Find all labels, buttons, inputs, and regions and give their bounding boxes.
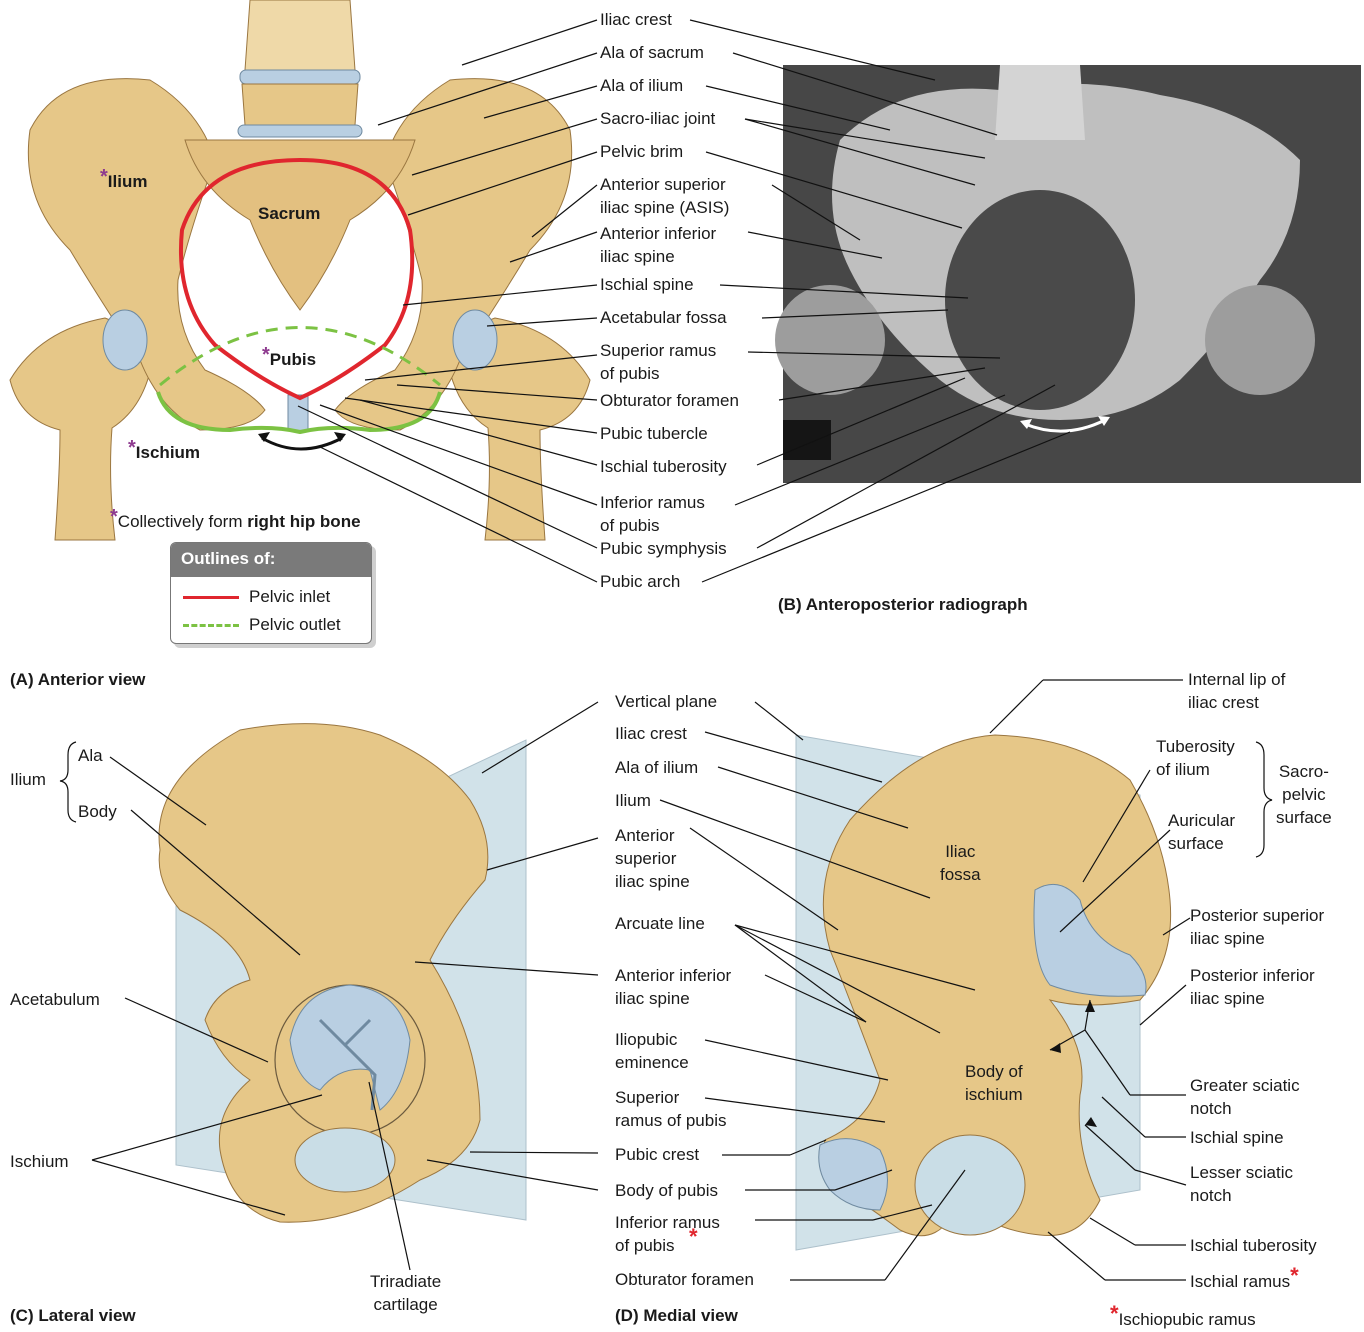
label-iliac-fossa: Iliac fossa <box>940 840 981 886</box>
label-piis: Posterior inferior iliac spine <box>1190 964 1315 1010</box>
label-inferior-ramus-d: Inferior ramus of pubis* <box>615 1211 720 1257</box>
right-joint-cartilage <box>453 310 497 370</box>
label-arcuate-line: Arcuate line <box>615 912 705 935</box>
legend-outlet: Pelvic outlet <box>183 615 341 635</box>
label-pubic-arch: Pubic arch <box>600 570 680 593</box>
label-body-of-pubis: Body of pubis <box>615 1179 718 1202</box>
label-ischial-tuberosity-d: Ischial tuberosity <box>1190 1234 1317 1257</box>
ilium-bone-label: *Ilium <box>100 170 147 193</box>
xray-right-femur-head <box>1205 285 1315 395</box>
label-obturator-foramen-d: Obturator foramen <box>615 1268 754 1291</box>
label-asis-d: Anterior superior iliac spine <box>615 824 690 893</box>
pubic-symphysis <box>288 395 308 431</box>
label-greater-sciatic-notch: Greater sciatic notch <box>1190 1074 1300 1120</box>
label-pubic-tubercle: Pubic tubercle <box>600 422 708 445</box>
label-ischial-ramus: Ischial ramus* <box>1190 1268 1299 1293</box>
panel-b-title: (B) Anteroposterior radiograph <box>778 595 1028 615</box>
label-ischial-spine: Ischial spine <box>600 273 694 296</box>
label-pubic-crest: Pubic crest <box>615 1143 699 1166</box>
label-ischial-tuberosity: Ischial tuberosity <box>600 455 727 478</box>
label-sacropelvic-surface: Sacro- pelvic surface <box>1276 760 1332 829</box>
label-body-c: Body <box>78 800 117 823</box>
legend-inlet: Pelvic inlet <box>183 587 330 607</box>
xray-spine <box>995 65 1085 140</box>
label-obturator-foramen: Obturator foramen <box>600 389 739 412</box>
label-ala-of-ilium-d: Ala of ilium <box>615 756 698 779</box>
obturator-foramen-d <box>915 1135 1025 1235</box>
label-ischium-c: Ischium <box>10 1150 69 1173</box>
label-ala-of-ilium: Ala of ilium <box>600 74 683 97</box>
pubis-bone-label: *Pubis <box>262 348 316 371</box>
label-auricular-surface: Auricular surface <box>1168 809 1235 855</box>
label-ilium-d: Ilium <box>615 789 651 812</box>
ischium-bone-label: *Ischium <box>128 441 200 464</box>
panel-c-title: (C) Lateral view <box>10 1306 136 1326</box>
lumbar-vertebra-2 <box>242 84 358 125</box>
label-internal-lip: Internal lip of iliac crest <box>1188 668 1285 714</box>
outlines-legend: Outlines of: Pelvic inlet Pelvic outlet <box>170 542 372 644</box>
lateral-view-illustration <box>159 724 526 1223</box>
sacrum <box>185 140 415 310</box>
label-psis: Posterior superior iliac spine <box>1190 904 1324 950</box>
label-acetabulum: Acetabulum <box>10 988 100 1011</box>
label-triradiate: Triradiate cartilage <box>370 1270 441 1316</box>
intervertebral-disc-2 <box>238 125 362 137</box>
label-superior-ramus: Superior ramus of pubis <box>600 339 716 385</box>
label-asis: Anterior superior iliac spine (ASIS) <box>600 173 729 219</box>
anterior-pelvis-illustration <box>10 0 590 540</box>
label-ischiopubic-footnote: *Ischiopubic ramus <box>1110 1306 1256 1331</box>
intervertebral-disc-1 <box>240 70 360 84</box>
label-aiis: Anterior inferior iliac spine <box>600 222 716 268</box>
label-iliac-crest-d: Iliac crest <box>615 722 687 745</box>
label-pelvic-brim: Pelvic brim <box>600 140 683 163</box>
legend-title: Outlines of: <box>171 543 371 577</box>
label-pubic-symphysis: Pubic symphysis <box>600 537 727 560</box>
xray-left-femur-head <box>775 285 885 395</box>
label-inferior-ramus: Inferior ramus of pubis <box>600 491 705 537</box>
label-lesser-sciatic-notch: Lesser sciatic notch <box>1190 1161 1293 1207</box>
medial-view-illustration <box>796 735 1171 1250</box>
label-aiis-d: Anterior inferior iliac spine <box>615 964 731 1010</box>
ilium-brace <box>60 742 76 822</box>
obturator-foramen-c <box>295 1128 395 1192</box>
sacropelvic-brace <box>1256 742 1272 857</box>
label-vertical-plane: Vertical plane <box>615 690 717 713</box>
label-tuberosity-of-ilium: Tuberosity of ilium <box>1156 735 1235 781</box>
label-superior-ramus-d: Superior ramus of pubis <box>615 1086 727 1132</box>
lumbar-vertebra <box>245 0 355 70</box>
label-iliopubic-eminence: Iliopubic eminence <box>615 1028 689 1074</box>
label-ilium-c: Ilium <box>10 768 46 791</box>
label-body-of-ischium: Body of ischium <box>965 1060 1023 1106</box>
panel-d-title: (D) Medial view <box>615 1306 738 1326</box>
label-acetabular-fossa: Acetabular fossa <box>600 306 727 329</box>
sacrum-label: Sacrum <box>258 202 320 225</box>
label-ala-of-sacrum: Ala of sacrum <box>600 41 704 64</box>
label-ischial-spine-d: Ischial spine <box>1190 1126 1284 1149</box>
hip-bone-note: *Collectively form right hip bone <box>110 510 361 533</box>
label-sacro-iliac-joint: Sacro-iliac joint <box>600 107 715 130</box>
left-joint-cartilage <box>103 310 147 370</box>
xray-pelvic-cavity <box>945 190 1135 410</box>
label-iliac-crest: Iliac crest <box>600 8 672 31</box>
label-ala-c: Ala <box>78 744 103 767</box>
panel-a-title: (A) Anterior view <box>10 670 145 690</box>
pubic-arch-arrow <box>262 438 342 449</box>
